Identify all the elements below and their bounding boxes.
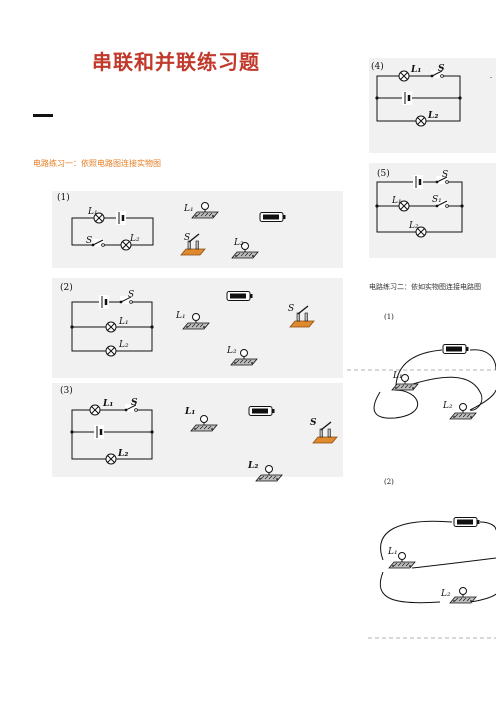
label-L1: L₁ [392,371,403,381]
label-L1: L₁ [175,311,186,321]
label-L1: L₁ [118,317,129,327]
label-L2: L₂ [427,111,438,121]
battery-symbol [400,89,414,107]
battery-symbol [411,173,425,191]
real-circuit-1-number: (1) [384,313,394,321]
label-S: S [184,233,190,243]
label-L2: L₂ [442,401,453,411]
label-L1: L₁ [387,547,398,557]
page-title: 串联和并联练习题 [92,50,260,74]
bulb-on-board-image [182,313,210,330]
exercise-1-circuit [71,209,154,251]
exercise-3-number: (3) [60,385,73,396]
exercise-5-number: (5) [377,168,390,179]
exercise-2-circuit [70,293,154,357]
exercise-2-number: (2) [60,282,73,293]
battery-cell-image [248,406,275,416]
battery-cell-image [259,212,286,222]
label-L1: L₁ [183,204,194,214]
label-L1: L₁ [391,196,402,206]
label-L2: L₂ [440,589,451,599]
exercise-1-number: (1) [57,192,70,203]
exercise-4-circuit [375,69,462,127]
title-dash [33,114,53,117]
label-S: S [128,290,134,300]
exercise-5-panel [369,163,496,258]
label-S: S [438,64,445,74]
label-L2: L₂ [233,238,244,248]
bulb-on-board-image [190,415,218,432]
battery-symbol [97,293,111,311]
battery-cell-image [453,517,480,527]
exercise-5-circuit [375,173,464,238]
label-L2: L₂ [247,461,258,471]
battery-cell-image [226,291,253,301]
section1-heading: 电路练习一：依照电路图连接实物图 [33,159,161,168]
real-circuit-2 [379,520,496,604]
lamp-symbol [415,115,427,127]
label-L2: L₂ [226,346,237,356]
exercise-3-circuit [70,403,154,465]
label-L2: L₂ [408,221,419,231]
lamp-symbol [105,321,117,333]
battery-symbol [92,423,106,441]
label-S1: S₁ [432,195,442,205]
section2-heading: 电路练习二：依如实物图连接电路图 [369,283,481,291]
label-S: S [288,304,294,314]
label-L1: L₁ [184,407,195,417]
lamp-symbol [89,404,101,416]
label-S: S [442,170,448,180]
label-L2: L₂ [129,234,140,244]
label-S: S [131,398,138,408]
lamp-symbol [398,70,410,82]
real-circuit-2-number: (2) [384,478,394,486]
bulb-on-board-image [449,587,477,604]
switch-symbol [91,238,105,248]
bulb-on-board-image [449,403,477,420]
label-L1: L₁ [87,207,98,217]
knife-switch-image [312,421,338,444]
bulb-on-board-image [255,465,283,482]
label-S: S [86,236,92,246]
label-L1: L₁ [102,399,113,409]
battery-symbol [114,209,128,227]
lamp-symbol [105,453,117,465]
label-L2: L₂ [117,449,128,459]
battery-cell-image [442,344,469,354]
label-L2: L₂ [118,340,129,350]
exercise-4-number: (4) [371,61,384,72]
real-circuit-1 [373,349,496,419]
label-L1: L₁ [410,65,421,75]
label-S: S [310,418,317,428]
bulb-on-board-image [191,202,219,219]
lamp-symbol [105,345,117,357]
cropped-glyph: · [490,74,492,82]
